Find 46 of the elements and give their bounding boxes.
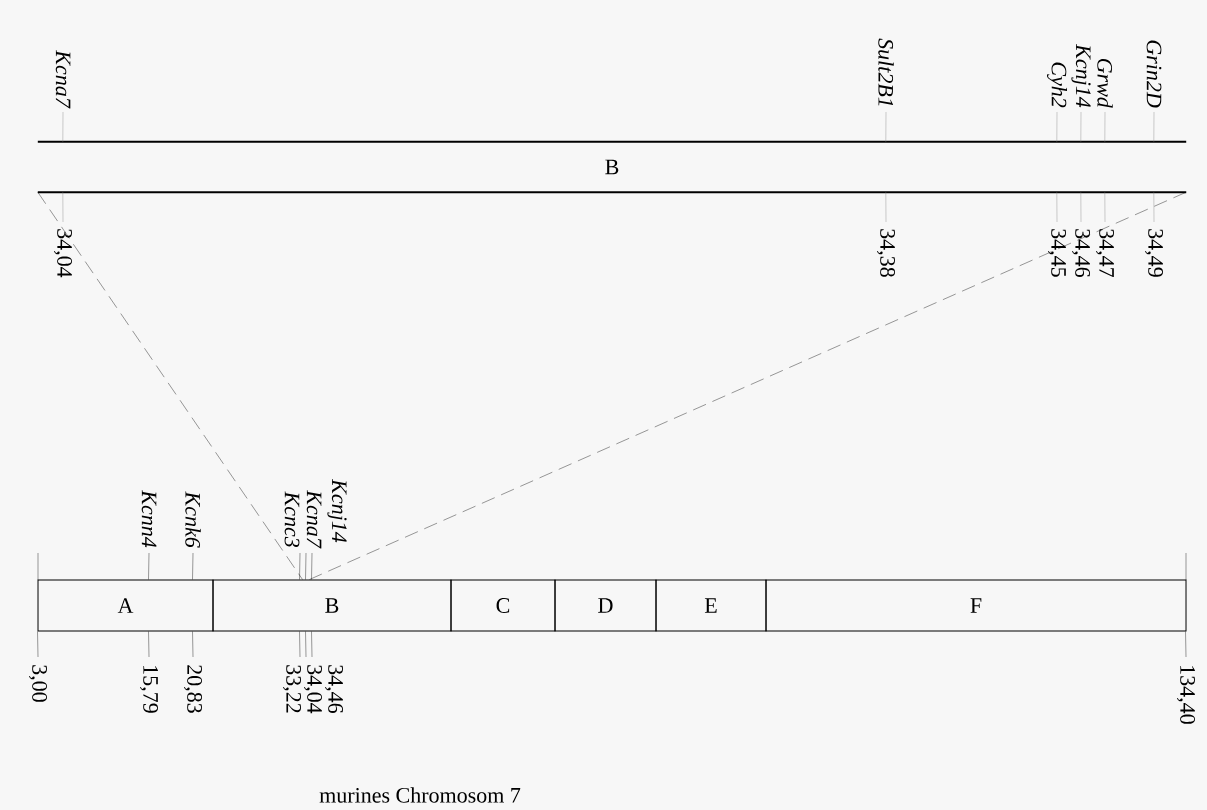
leader-line <box>299 631 301 658</box>
position-label: 20,83 <box>184 665 202 713</box>
chromosome-band: A <box>37 579 214 632</box>
gene-label: Kcnk6 <box>185 491 201 548</box>
position-label: 34,38 <box>877 229 895 277</box>
gene-label: Grin2D <box>1146 40 1162 108</box>
chromosome-band: E <box>655 579 767 632</box>
leader-line <box>311 631 313 658</box>
position-label: 34,47 <box>1096 229 1114 278</box>
position-label: 33,22 <box>283 665 301 713</box>
leader-line <box>305 631 307 658</box>
leader-line <box>305 552 307 580</box>
chromosome-band: D <box>554 579 657 632</box>
gene-label: Kcnc3 <box>284 491 300 548</box>
zoom-line <box>309 192 1187 580</box>
position-label: 134,40 <box>1177 666 1195 724</box>
gene-label: Kcna7 <box>55 50 71 109</box>
caption: murines Chromosom 7 <box>319 787 521 803</box>
gene-label: Sult2B1 <box>878 38 894 106</box>
position-label: 15,79 <box>140 666 158 713</box>
zoom-line <box>37 192 303 580</box>
gene-label: Kcnn4 <box>141 490 157 548</box>
gene-label: Kcnj14 <box>327 479 347 543</box>
leader-line <box>299 552 301 580</box>
gene-label: Grwd <box>1097 58 1113 108</box>
position-label: 34,46 <box>1072 229 1090 278</box>
leader-line <box>37 631 39 658</box>
position-label: 34,04 <box>304 665 322 714</box>
position-label: 34,04 <box>54 229 72 278</box>
gene-label: Kcna7 <box>306 490 322 549</box>
position-label: 34,46 <box>325 665 343 714</box>
enlarged-band: B <box>36 140 1188 194</box>
leader-line <box>192 631 194 658</box>
gene-label: Cyh2 <box>1047 62 1067 108</box>
position-label: 3,00 <box>29 665 47 702</box>
chromosome-band: F <box>765 579 1187 632</box>
leader-line <box>192 552 194 580</box>
leader-line <box>311 552 313 580</box>
position-label: 34,49 <box>1145 229 1163 277</box>
chromosome-band: B <box>212 579 452 632</box>
gene-label: Kcnj14 <box>1071 44 1091 108</box>
chromosome-band: C <box>450 579 556 632</box>
leader-line <box>1185 631 1187 658</box>
position-label: 34,45 <box>1048 229 1066 277</box>
leader-line <box>148 631 150 658</box>
leader-line <box>148 552 150 580</box>
